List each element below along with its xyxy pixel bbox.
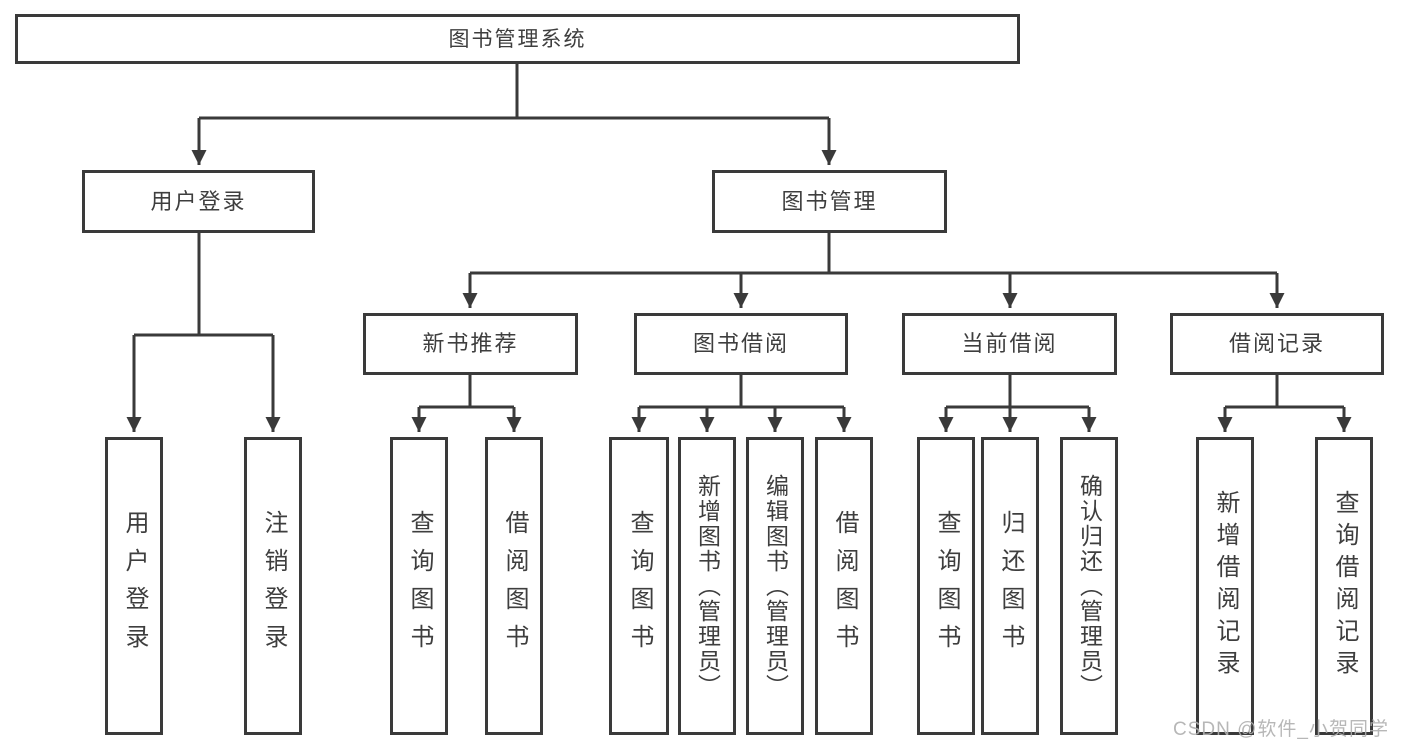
node-new-book-recommend: 新书推荐 — [363, 313, 578, 375]
csdn-watermark: CSDN @软件_小贺同学 — [1173, 719, 1389, 740]
leaf-return-books: 归还图书 — [981, 437, 1039, 735]
branch-borrow-record — [1217, 375, 1352, 432]
leaf-user-login: 用户登录 — [105, 437, 163, 735]
leaf-recommend-borrow-books: 借阅图书 — [485, 437, 543, 735]
node-borrow-record: 借阅记录 — [1170, 313, 1384, 375]
node-system-root: 图书管理系统 — [15, 14, 1020, 64]
node-current-borrow: 当前借阅 — [902, 313, 1117, 375]
branch-book-borrow — [631, 375, 852, 432]
leaf-borrow-query-books: 查询图书 — [609, 437, 669, 735]
branch-new-book-recommend — [411, 375, 522, 432]
leaf-current-query-books: 查询图书 — [917, 437, 975, 735]
node-user-login: 用户登录 — [82, 170, 315, 233]
branch-root — [191, 62, 837, 165]
leaf-confirm-return-admin: 确认归还（管理员） — [1060, 437, 1118, 735]
leaf-add-books-admin: 新增图书（管理员） — [678, 437, 736, 735]
leaf-recommend-query-books: 查询图书 — [390, 437, 448, 735]
leaf-borrow-books: 借阅图书 — [815, 437, 873, 735]
branch-user-login — [126, 233, 281, 432]
leaf-query-borrow-record: 查询借阅记录 — [1315, 437, 1373, 735]
leaf-logout: 注销登录 — [244, 437, 302, 735]
node-book-management: 图书管理 — [712, 170, 947, 233]
node-book-borrow: 图书借阅 — [634, 313, 848, 375]
branch-current-borrow — [938, 375, 1097, 432]
leaf-edit-books-admin: 编辑图书（管理员） — [746, 437, 804, 735]
branch-book-management — [462, 233, 1285, 308]
leaf-add-borrow-record: 新增借阅记录 — [1196, 437, 1254, 735]
